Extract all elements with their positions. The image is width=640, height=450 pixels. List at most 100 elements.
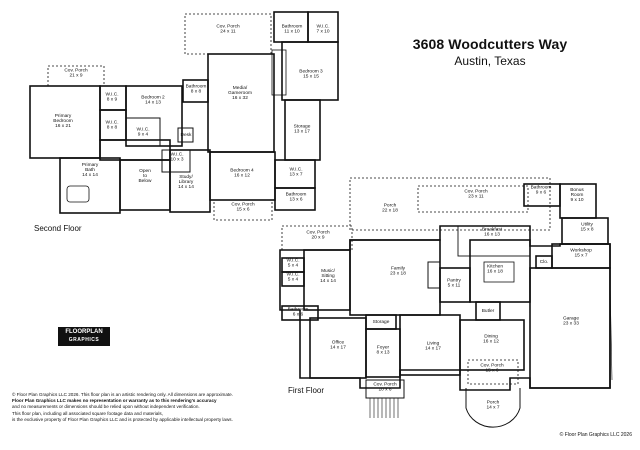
first-floor-label: First Floor xyxy=(288,386,324,395)
room-wic-1a: W.I.C.5 x 4 xyxy=(286,257,299,268)
second-floor-label: Second Floor xyxy=(34,224,82,233)
room-name: Bathroom xyxy=(286,191,307,197)
room-name: Butler xyxy=(482,308,495,314)
room-name: Cov. Porch xyxy=(480,362,504,368)
room-dimensions: 13 x 17 xyxy=(294,129,310,135)
room-name: Cov. Porch xyxy=(373,381,397,387)
room-dimensions: 7 x 10 xyxy=(316,29,329,35)
room-name: to xyxy=(143,173,147,179)
room-dimensions: 20 x 9 xyxy=(311,235,324,241)
room-clo: Clo. xyxy=(540,259,549,265)
room-name: Sitting xyxy=(321,273,335,279)
room-wic-2a: W.I.C.8 x 9 xyxy=(105,91,118,102)
room-name: W.I.C. xyxy=(105,119,118,125)
room-name: W.I.C. xyxy=(316,23,329,29)
room-name: Storage xyxy=(373,319,390,325)
disclaimer-line: and no measurements or dimensions should… xyxy=(12,404,200,410)
room-name: Cov. Porch xyxy=(464,188,488,194)
room-dimensions: 14 x 14 xyxy=(178,184,194,190)
room-name: Utility xyxy=(581,221,593,227)
room-desk: Desk xyxy=(181,132,193,138)
room-dimensions: 23 x 11 xyxy=(468,194,484,200)
room-name: Storage xyxy=(294,123,311,129)
room-dimensions: 22 x 18 xyxy=(382,208,398,214)
room-dimensions: 16 x 13 xyxy=(484,232,500,238)
room-name: Cov. Porch xyxy=(231,201,255,207)
room-dimensions: 5 x 4 xyxy=(288,263,299,269)
room-name: Gameroom xyxy=(228,90,252,96)
room-storage-1: Storage xyxy=(373,319,390,325)
room-name: Bedroom 3 xyxy=(299,68,323,74)
room-name: Study/ xyxy=(179,174,193,180)
room-dimensions: 10 x 3 xyxy=(170,157,183,163)
room-name: Living xyxy=(427,340,440,346)
room-dimensions: 15 x 6 xyxy=(485,368,498,374)
room-wic-2f: W.I.C.13 x 7 xyxy=(289,166,302,177)
room-dimensions: 15 x 15 xyxy=(303,74,319,80)
room-dimensions: 5 x 4 xyxy=(288,277,299,283)
room-name: Primary xyxy=(55,113,72,119)
room-dimensions: 21 x 9 xyxy=(69,73,82,79)
room-dimensions: 15 x 7 xyxy=(574,253,587,259)
room-dimensions: 15 x 8 xyxy=(580,227,593,233)
room-name: Breakfast xyxy=(482,226,503,232)
room-dimensions: 23 x 18 xyxy=(390,271,406,277)
room-dimensions: 14 x 17 xyxy=(425,346,441,352)
room-dimensions: 11 x 10 xyxy=(284,29,300,35)
room-name: Porch xyxy=(487,399,500,405)
room-name: Pantry xyxy=(447,277,461,283)
room-dimensions: 16 x 18 xyxy=(487,269,503,275)
room-dimensions: 14 x 14 xyxy=(82,172,98,178)
room-name: Cov. Porch xyxy=(306,229,330,235)
room-name: Kitchen xyxy=(487,263,503,269)
room-name: Media/ xyxy=(233,85,248,91)
room-name: Bedroom 4 xyxy=(230,167,254,173)
room-name: Desk xyxy=(181,132,193,138)
floorplan-graphics-logo: FLOORPLAN GRAPHICS xyxy=(58,327,110,346)
room-name: W.I.C. xyxy=(136,126,149,132)
room-dimensions: 6 x 6 xyxy=(293,312,304,318)
room-name: Cov. Porch xyxy=(216,23,240,29)
room-butler: Butler xyxy=(482,308,495,314)
room-name: Bathroom xyxy=(288,306,309,312)
room-name: W.I.C. xyxy=(170,151,183,157)
room-dimensions: 13 x 7 xyxy=(289,172,302,178)
room-name: Bedroom xyxy=(53,118,72,124)
copyright: © Floor Plan Graphics LLC 2026 xyxy=(559,432,632,438)
room-dimensions: 8 x 8 xyxy=(191,89,202,95)
room-dimensions: 9 x 10 xyxy=(570,197,583,203)
room-name: Room xyxy=(571,192,584,198)
disclaimer-line: is the exclusive property of Floor Plan … xyxy=(12,416,233,422)
room-name: Office xyxy=(332,339,345,345)
room-name: Family xyxy=(391,265,406,271)
room-bedroom-2: Bedroom 214 x 13 xyxy=(141,94,165,105)
room-wic-2e: W.I.C.7 x 10 xyxy=(316,23,329,34)
room-dimensions: 14 x 17 xyxy=(330,345,346,351)
room-name: Dining xyxy=(484,333,498,339)
room-dimensions: 24 x 11 xyxy=(220,29,236,35)
room-name: Primary xyxy=(82,162,99,168)
